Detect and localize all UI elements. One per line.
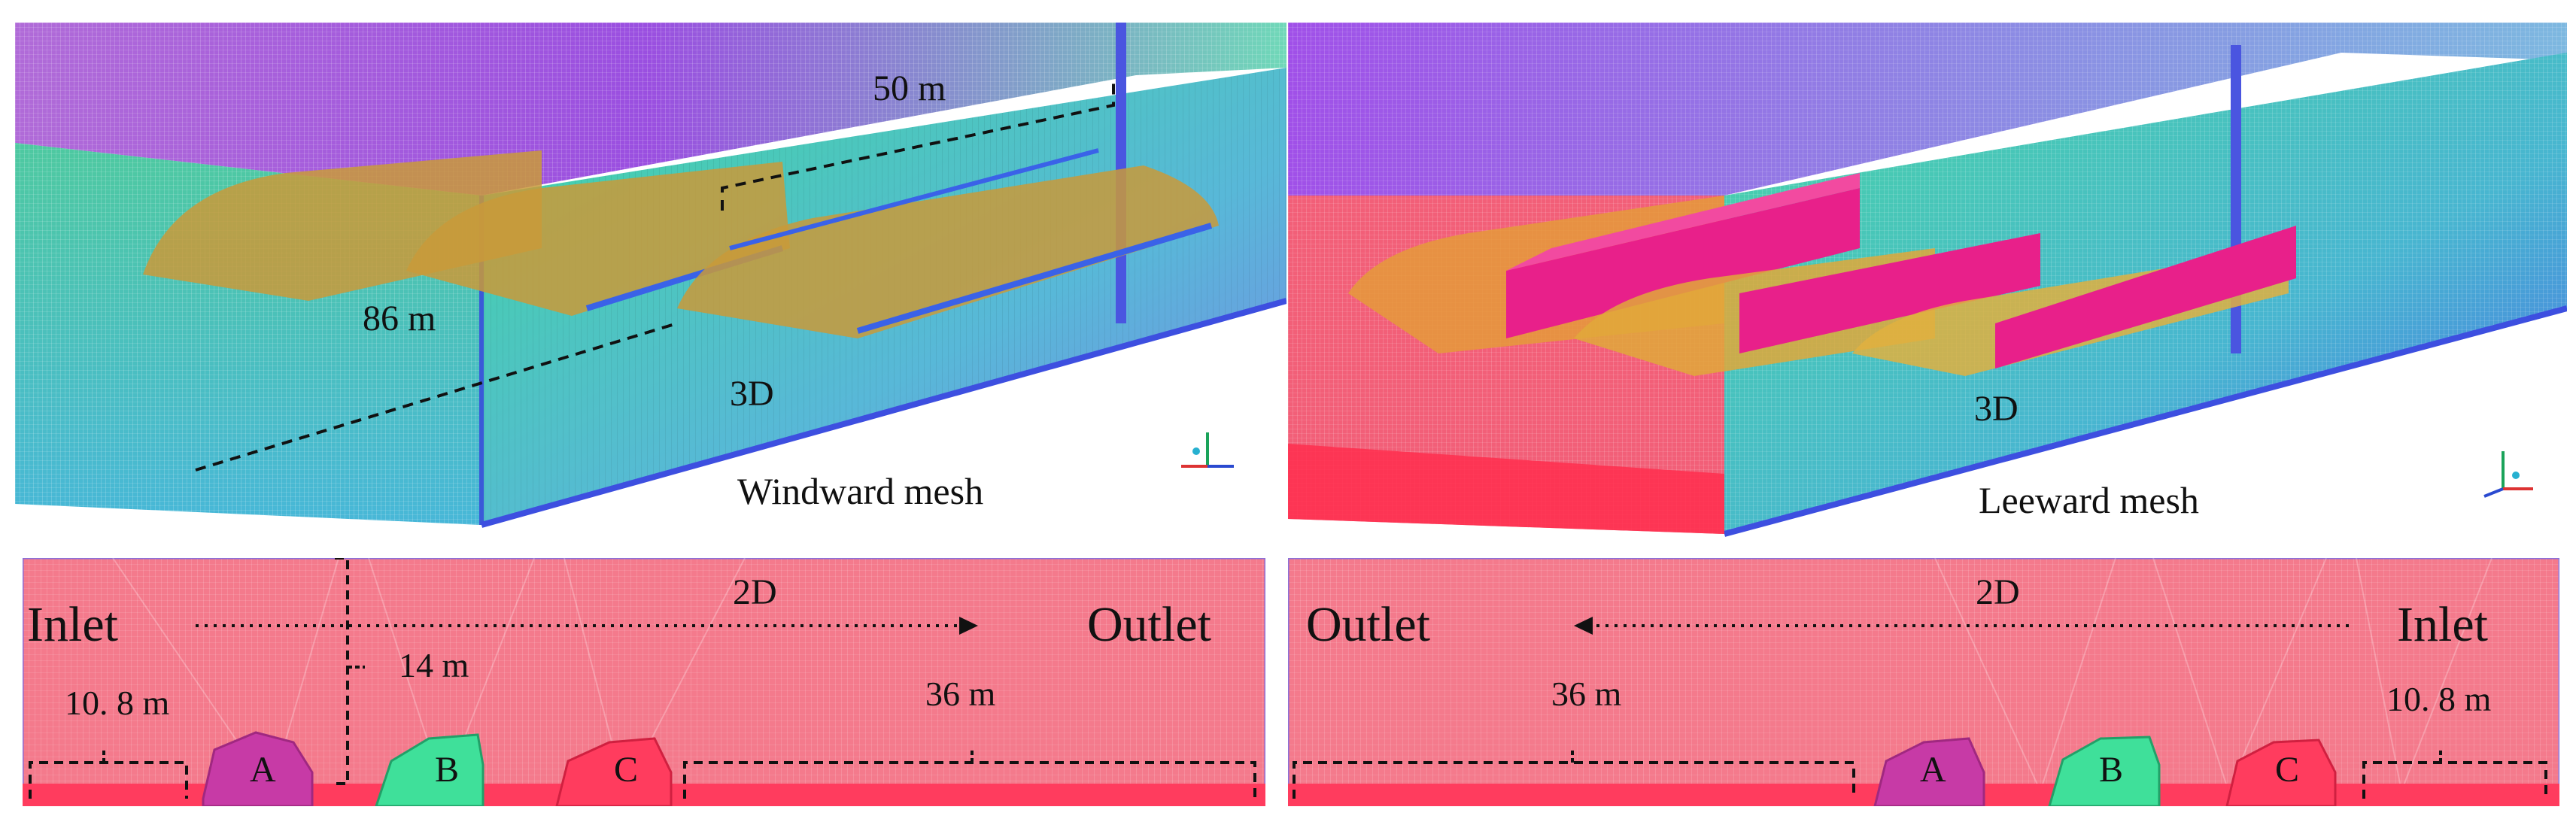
greenhouse-label-a: A <box>250 750 276 790</box>
leeward-3d-mesh-panel: 3D Leeward mesh <box>1288 23 2567 541</box>
outlet-label: Outlet <box>1087 597 1211 652</box>
greenhouse-2d-a <box>202 731 314 806</box>
label-2d-windward: 2D <box>733 572 777 612</box>
leeward-2d-mesh-panel: Outlet Inlet 2D 36 m 10. 8 m A B C <box>1288 558 2559 806</box>
greenhouse-2d-a <box>1873 737 1985 806</box>
label-2d-leeward: 2D <box>1976 572 2020 612</box>
greenhouse-2d-b <box>2048 735 2161 806</box>
label-3d-leeward: 3D <box>1974 389 2019 429</box>
dim-label-upstream: 10. 8 m <box>65 684 170 722</box>
dim-label-50m: 50 m <box>873 68 946 108</box>
windward-mesh-render <box>15 23 1286 528</box>
dim-line-86m <box>195 322 678 472</box>
greenhouse-3d-c <box>677 148 1219 338</box>
xyz-axis-triad-icon <box>1181 432 1234 468</box>
dim-line-50m <box>721 83 1115 211</box>
caption-windward-mesh: Windward mesh <box>737 470 984 512</box>
inlet-label: Inlet <box>2397 597 2488 652</box>
dim-label-86m: 86 m <box>363 299 436 338</box>
dim-label-height: 14 m <box>399 646 469 684</box>
greenhouse-label-b: B <box>435 750 460 790</box>
greenhouse-label-c: C <box>2275 750 2300 790</box>
dim-label-downstream: 36 m <box>925 675 996 713</box>
dim-label-upstream: 10. 8 m <box>2386 680 2492 718</box>
greenhouse-2d-c <box>555 737 673 806</box>
greenhouse-label-b: B <box>2099 750 2124 790</box>
greenhouse-2d-b <box>375 733 485 806</box>
xyz-axis-triad-icon <box>2483 451 2533 498</box>
greenhouse-3d-b <box>1574 233 2040 376</box>
greenhouse-label-a: A <box>1920 750 1946 790</box>
greenhouse-3d-c <box>1852 226 2296 376</box>
label-3d-windward: 3D <box>730 374 774 414</box>
windward-3d-mesh-panel: 86 m 50 m 3D Windward mesh <box>15 23 1286 534</box>
dim-label-downstream: 36 m <box>1551 675 1622 713</box>
windward-2d-mesh-panel: Inlet Outlet 2D 10. 8 m 14 m 36 m A B C <box>23 558 1265 806</box>
leeward-mesh-render <box>1288 23 2567 537</box>
caption-leeward-mesh: Leeward mesh <box>1979 479 2199 521</box>
greenhouse-label-c: C <box>614 750 639 790</box>
windward-2d-grid <box>23 558 1265 806</box>
outlet-label: Outlet <box>1306 597 1430 652</box>
inlet-label: Inlet <box>27 597 118 652</box>
greenhouse-2d-c <box>2225 739 2337 806</box>
leeward-2d-grid <box>1288 558 2559 806</box>
